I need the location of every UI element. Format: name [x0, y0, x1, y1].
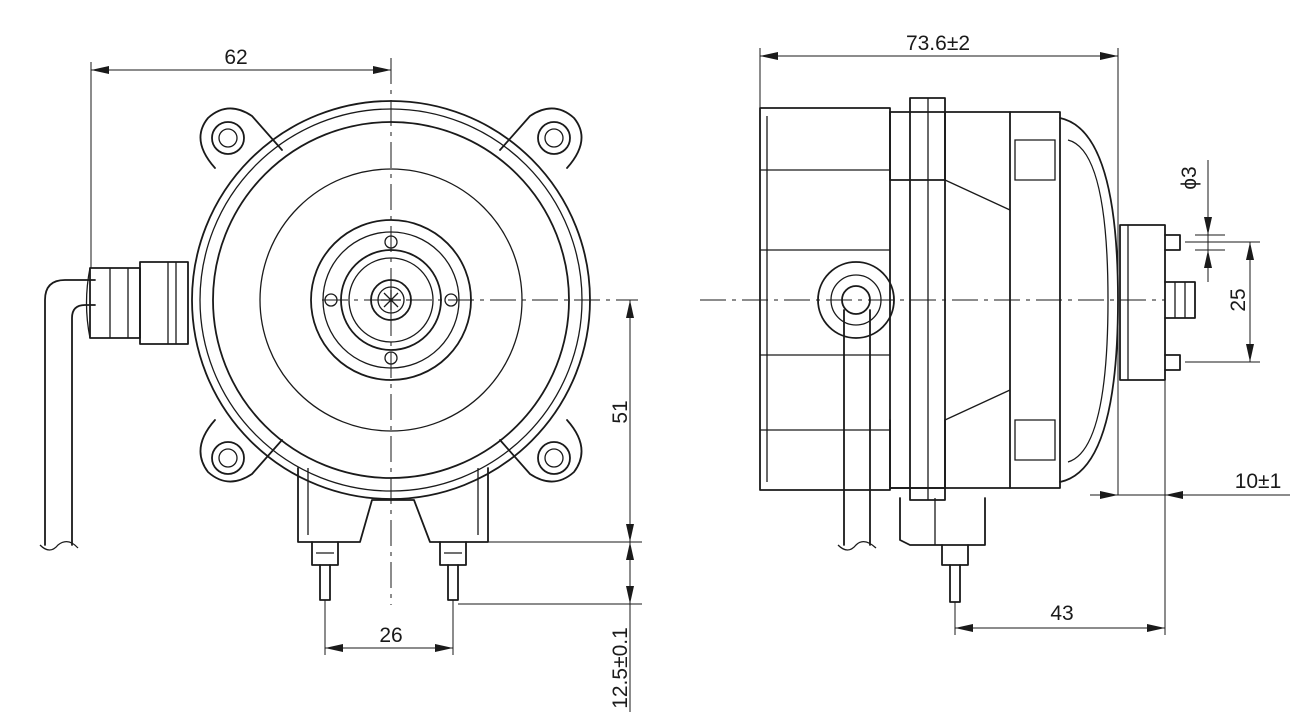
- mounting-ear-top-right: [499, 107, 583, 169]
- front-view: 62 51 12.5±0.1 26: [39, 46, 642, 712]
- dim-25-label: 25: [1227, 288, 1250, 311]
- hub-hole-left: [324, 293, 338, 307]
- hub-hole-bottom: [384, 351, 398, 365]
- housing-outer-ring: [191, 100, 591, 500]
- power-cable: [39, 261, 189, 551]
- dimension-phi-3: ϕ3: [1178, 160, 1225, 282]
- dim-73-6-label: 73.6±2: [906, 32, 970, 55]
- dimension-43: 43: [954, 602, 1165, 635]
- dimension-73-6: 73.6±2: [759, 32, 1119, 495]
- hub-hole-top: [384, 235, 398, 249]
- dimension-62: 62: [90, 46, 391, 268]
- mounting-ear-bottom-left: [199, 419, 283, 483]
- side-view: 73.6±2 ϕ3 25 10±1: [700, 32, 1290, 635]
- side-housing-shell: [759, 107, 891, 491]
- dimension-10: 10±1: [1090, 380, 1290, 635]
- hub-hole-right: [444, 293, 458, 307]
- dim-51-label: 51: [609, 400, 632, 423]
- dimension-51: 51: [488, 300, 642, 543]
- terminal-pin-left: [311, 541, 339, 601]
- dim-phi-3-label: ϕ3: [1178, 166, 1201, 189]
- terminal-pin-right: [439, 541, 467, 601]
- dim-12-5-label: 12.5±0.1: [609, 627, 632, 709]
- shaft-flange: [1119, 224, 1166, 381]
- shaft: [1164, 281, 1196, 319]
- dim-26-label: 26: [379, 624, 402, 647]
- housing-face: [212, 121, 570, 479]
- dim-10-label: 10±1: [1235, 470, 1282, 493]
- mounting-ear-top-left: [199, 107, 283, 169]
- dimension-26: 26: [324, 600, 454, 655]
- side-cable-gland: [817, 261, 895, 551]
- dimension-25: 25: [1185, 241, 1260, 363]
- shaft-boss: [370, 279, 412, 321]
- dimension-12-5: 12.5±0.1: [458, 542, 642, 712]
- mounting-ear-bottom-right: [499, 419, 583, 483]
- hub-flange: [310, 219, 472, 381]
- side-terminal-pin: [949, 564, 961, 603]
- dim-43-label: 43: [1050, 602, 1073, 625]
- dim-62-label: 62: [224, 46, 247, 69]
